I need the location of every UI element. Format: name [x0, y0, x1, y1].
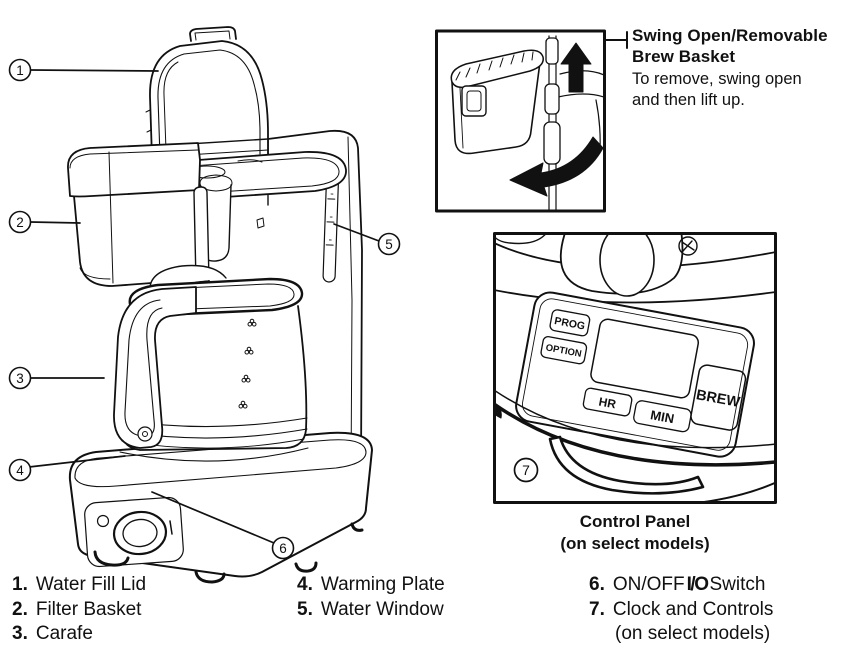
legend-item-7-note: (on select models)	[615, 623, 771, 644]
svg-text:4: 4	[16, 463, 24, 478]
min-button-label: MIN	[649, 407, 675, 426]
indicator-light	[96, 514, 110, 528]
legend-num: 3.	[12, 623, 28, 644]
callout-7: 7	[513, 457, 539, 483]
hr-button	[582, 387, 633, 417]
callout-1: 1	[8, 58, 32, 82]
legend-label: Filter Basket	[35, 598, 142, 620]
screw	[678, 236, 698, 256]
legend-item-5: 5. Water Window	[297, 598, 445, 623]
control-panel-inset-border	[493, 232, 777, 504]
callout-3: 3	[8, 366, 32, 390]
legend-label: Warming Plate	[320, 574, 445, 595]
callout-4: 4	[8, 458, 32, 482]
legend-num: 1.	[12, 574, 28, 595]
cup-marks	[238, 318, 257, 409]
control-panel-caption-line1: Control Panel	[579, 512, 691, 531]
svg-text:5: 5	[385, 237, 393, 252]
lift-up-arrow	[560, 42, 592, 93]
swing-open-arrow	[509, 136, 603, 197]
water-fill-lid	[145, 26, 269, 159]
brew-basket-title-line1: Swing Open/Removable	[632, 26, 828, 45]
leader-lines	[28, 69, 380, 544]
legend-item-4: 4. Warming Plate	[297, 573, 445, 598]
legend-column-1: 1. Water Fill Lid 2. Filter Basket 3. Caraf…	[12, 573, 146, 647]
brew-basket-body-line2: and then lift up.	[632, 90, 745, 109]
brew-basket-title-line2: Brew Basket	[632, 46, 736, 66]
feet	[93, 522, 364, 584]
svg-text:2: 2	[16, 215, 24, 230]
min-button	[633, 400, 692, 433]
filter-basket	[67, 142, 203, 287]
brew-basket-body-line1: To remove, swing open	[632, 70, 802, 88]
legend-num: 4.	[297, 574, 313, 595]
coffee-maker-drawing	[28, 26, 380, 584]
legend-label: ON/OFF	[612, 574, 685, 595]
control-panel-caption-line2: (on select models)	[560, 534, 710, 553]
prog-button-label: PROG	[553, 315, 586, 332]
control-panel-inset-art: PROG OPTION HR MIN BREW	[493, 232, 777, 504]
legend-item-2: 2. Filter Basket	[12, 598, 146, 623]
legend-item-3: 3. Carafe	[12, 622, 146, 647]
callout-2: 2	[8, 210, 32, 234]
hr-button-label: HR	[598, 395, 618, 412]
brew-basket-inset-art	[435, 29, 628, 213]
power-symbol: I/O	[686, 574, 709, 595]
brew-basket-inset-border	[435, 29, 606, 213]
callouts: 1 2 3 4 5 6	[8, 58, 401, 560]
legend-label: Clock and Controls	[612, 598, 774, 620]
base-tab	[548, 435, 705, 495]
inset-connector-line	[603, 31, 628, 49]
legend-label: Carafe	[35, 623, 93, 644]
legend-column-2: 4. Warming Plate 5. Water Window	[297, 573, 445, 622]
svg-text:1: 1	[16, 63, 24, 78]
carafe-handle	[113, 286, 197, 449]
onoff-switch	[112, 510, 168, 556]
legend-item-1: 1. Water Fill Lid	[12, 573, 146, 598]
brew-funnel	[193, 174, 265, 283]
base-front	[84, 496, 364, 584]
control-panel-caption: Control Panel (on select models)	[493, 511, 777, 555]
brew-button	[690, 364, 747, 431]
legend-item-7: 7. Clock and Controls	[589, 598, 773, 623]
svg-text:6: 6	[279, 541, 287, 556]
svg-text:7: 7	[522, 462, 530, 478]
option-button	[540, 336, 588, 365]
prog-button	[549, 309, 591, 337]
legend-label: Water Window	[320, 598, 444, 620]
legend-num: 5.	[297, 598, 313, 620]
carafe	[113, 264, 308, 451]
legend-num: 6.	[589, 574, 605, 595]
legend-num: 2.	[12, 598, 28, 620]
brew-button-label: BREW	[695, 387, 742, 411]
legend-label: Switch	[709, 574, 766, 595]
svg-text:3: 3	[16, 371, 24, 386]
legend-num: 7.	[589, 598, 605, 620]
legend-label: Water Fill Lid	[35, 574, 147, 595]
brew-basket	[450, 49, 544, 155]
brew-basket-annotation: Swing Open/Removable Brew Basket To remo…	[632, 26, 845, 110]
hinge-rod	[543, 35, 561, 210]
carafe-handle-top	[559, 235, 684, 297]
callout-5: 5	[377, 232, 401, 256]
callout-6: 6	[271, 536, 295, 560]
control-panel: PROG OPTION HR MIN BREW	[515, 291, 755, 458]
clock-display	[590, 318, 700, 399]
